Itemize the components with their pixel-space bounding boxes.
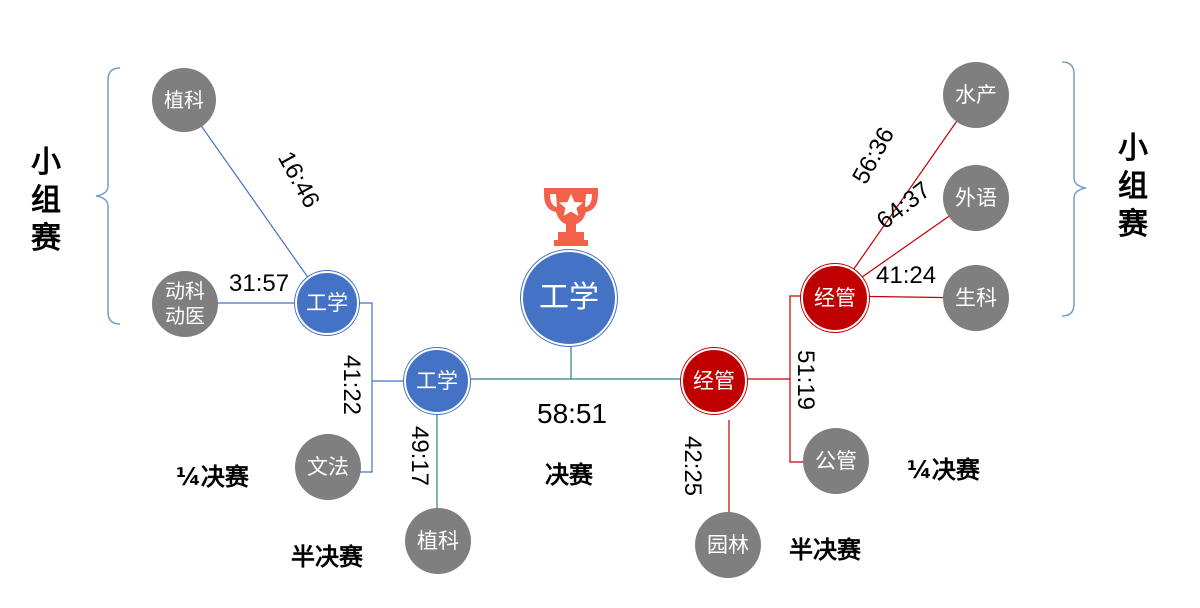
final-label: 决赛 xyxy=(545,461,593,489)
node-left-quarter-winner: 工学 xyxy=(295,271,359,335)
node-left-quarter-loser: 文法 xyxy=(295,434,361,500)
score-final: 58:51 xyxy=(537,398,608,429)
group-bracket-right xyxy=(1061,61,1087,317)
node-left-group-b: 动科 动医 xyxy=(152,271,218,337)
trophy-icon xyxy=(544,188,598,246)
group-stage-label-left: 小组赛 xyxy=(31,145,61,256)
score-right-semi: 42:25 xyxy=(679,435,707,497)
score-left-quarter: 41:22 xyxy=(338,354,366,416)
node-right-semi-winner: 经管 xyxy=(681,348,747,414)
score-right-quarter: 51:19 xyxy=(792,349,820,411)
score-left-semi: 49:17 xyxy=(406,425,434,487)
node-left-group-a: 植科 xyxy=(152,68,216,132)
node-left-semi-winner: 工学 xyxy=(404,348,470,414)
score-right-group-c: 41:24 xyxy=(876,262,937,289)
semi-label-left: 半决赛 xyxy=(291,543,363,571)
node-champion: 工学 xyxy=(521,250,617,346)
node-right-quarter-loser: 公管 xyxy=(803,428,869,494)
quarter-label-left: ¼决赛 xyxy=(176,463,249,491)
semi-label-right: 半决赛 xyxy=(789,536,861,564)
group-bracket-left xyxy=(95,67,121,325)
node-right-semi-loser: 园林 xyxy=(695,512,761,578)
node-right-group-winner: 经管 xyxy=(801,264,869,332)
node-right-group-b: 外语 xyxy=(943,165,1009,231)
link-right-group-a xyxy=(834,94,976,297)
node-right-group-c: 生科 xyxy=(943,265,1009,331)
quarter-label-right: ¼决赛 xyxy=(907,456,980,484)
link-left-quarter xyxy=(357,302,373,473)
node-left-semi-loser: 植科 xyxy=(405,508,471,574)
group-stage-label-right: 小组赛 xyxy=(1118,131,1148,242)
node-right-group-a: 水产 xyxy=(943,62,1009,128)
link-left-group-a xyxy=(182,99,327,304)
score-left-group-b: 31:57 xyxy=(229,270,290,297)
